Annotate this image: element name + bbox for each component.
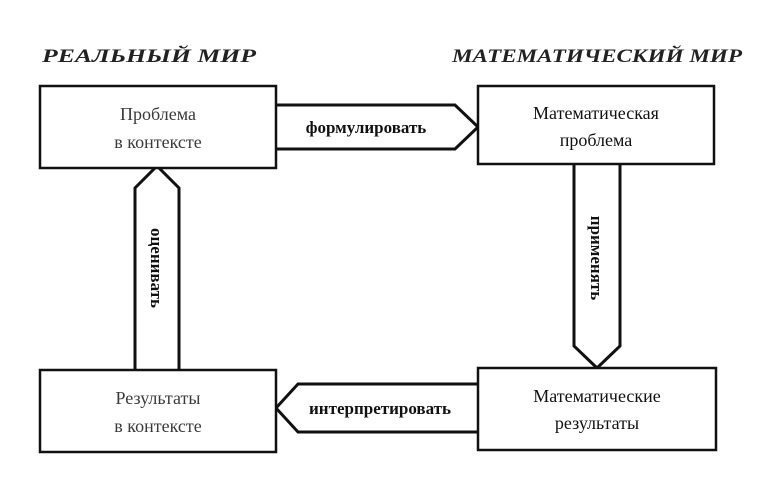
real-world-heading: РЕАЛЬНЫЙ МИР	[41, 44, 257, 67]
results-in-context-line2: в контексте	[114, 416, 201, 436]
problem-in-context-box: Проблема в контексте	[38, 84, 278, 170]
interpret-label: интерпретировать	[309, 399, 451, 418]
formulate-arrow: формулировать	[272, 103, 481, 151]
math-results-line1: Математические	[533, 386, 661, 406]
results-in-context-box: Результаты в контексте	[38, 368, 278, 454]
problem-in-context-line1: Проблема	[120, 104, 196, 124]
evaluate-label: оценивать	[147, 228, 166, 308]
problem-in-context-line2: в контексте	[114, 132, 201, 152]
results-in-context-line1: Результаты	[116, 388, 201, 408]
formulate-label: формулировать	[306, 118, 427, 137]
math-world-heading: МАТЕМАТИЧЕСКИЙ МИР	[451, 44, 743, 67]
apply-label: применять	[587, 216, 606, 301]
math-problem-line2: проблема	[560, 130, 633, 150]
math-problem-box: Математическая проблема	[476, 84, 716, 166]
evaluate-arrow: оценивать	[133, 163, 181, 374]
apply-arrow: применять	[572, 160, 622, 371]
math-results-box: Математические результаты	[476, 366, 718, 452]
math-problem-line1: Математическая	[533, 103, 659, 123]
interpret-arrow: интерпретировать	[273, 382, 482, 434]
math-results-line2: результаты	[555, 413, 639, 433]
